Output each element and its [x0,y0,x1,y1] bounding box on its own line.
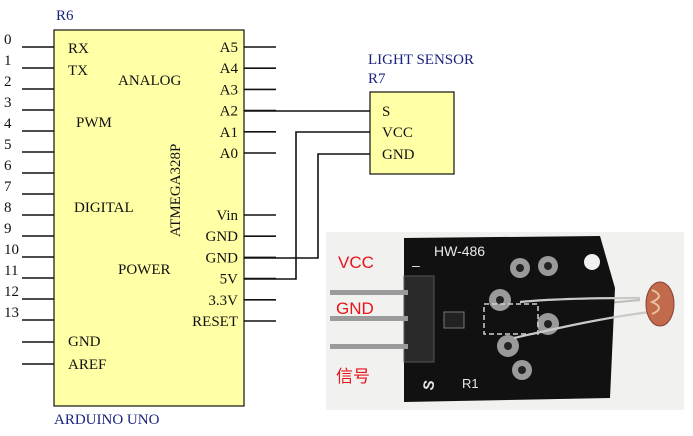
right-pin-label: A1 [220,125,238,141]
label-aref: AREF [68,357,106,373]
photo-label-vcc: VCC [338,253,374,272]
pin-header [403,275,435,363]
pcb-r1-label: R1 [462,376,479,391]
left-pin-number: 10 [4,242,19,258]
label-tx: TX [68,63,88,79]
pcb-minus-mark: – [412,257,420,273]
photoresistor [645,281,675,327]
sensor-ref: R7 [368,71,386,87]
right-pin-label: 5V [220,272,239,288]
left-pin-number: 0 [4,32,12,48]
sensor-pin-vcc: VCC [382,125,413,141]
label-analog: ANALOG [118,73,181,89]
right-pin-label: RESET [192,314,238,330]
arduino-ref-label: R6 [56,8,74,24]
left-pin-number: 7 [4,179,12,195]
left-pin-number: 1 [4,53,12,69]
right-pin-label: A2 [220,104,238,120]
label-rx: RX [68,41,89,57]
right-pin-label: A5 [220,40,238,56]
left-pin-number: 4 [4,116,12,132]
label-gnd-left: GND [68,334,101,350]
photo-label-signal: 信号 [336,367,370,386]
label-power: POWER [118,262,171,278]
sensor-title: LIGHT SENSOR [368,52,474,68]
left-pin-number: 13 [4,305,19,321]
right-pin-label: GND [206,250,239,266]
label-pwm: PWM [76,115,112,131]
pcb-board-label: HW-486 [434,243,485,259]
sensor-pin-s: S [382,104,390,120]
left-pin-number: 2 [4,74,12,90]
left-pin-number: 5 [4,137,12,153]
arduino-name-label: ARDUINO UNO [54,412,160,428]
sensor-pin-gnd: GND [382,147,415,163]
wire-gnd-to-gnd [244,153,370,259]
photo-label-gnd: GND [336,299,374,318]
left-pin-number: 12 [4,284,19,300]
module-photo: HW-486 – R1 S VCC GND 信号 [326,232,684,410]
chip-label: ATMEGA328P [168,144,184,237]
right-pin-label: Vin [216,208,238,224]
right-pin-label: A4 [220,61,239,77]
sensor-body [369,91,455,175]
right-pin-label: GND [206,229,239,245]
arduino-body [53,29,245,407]
right-pin-label: A3 [220,82,238,98]
left-pin-number: 6 [4,158,12,174]
left-pin-number: 3 [4,95,12,111]
right-pin-label: 3.3V [208,293,238,309]
wire-5v-to-vcc [244,131,370,280]
left-pin-number: 9 [4,221,12,237]
label-digital: DIGITAL [74,200,134,216]
right-pin-label: A0 [220,146,238,162]
left-pin-number: 11 [4,263,18,279]
left-pin-number: 8 [4,200,12,216]
pcb-board [404,236,615,402]
pcb-s-label: S [420,379,438,392]
